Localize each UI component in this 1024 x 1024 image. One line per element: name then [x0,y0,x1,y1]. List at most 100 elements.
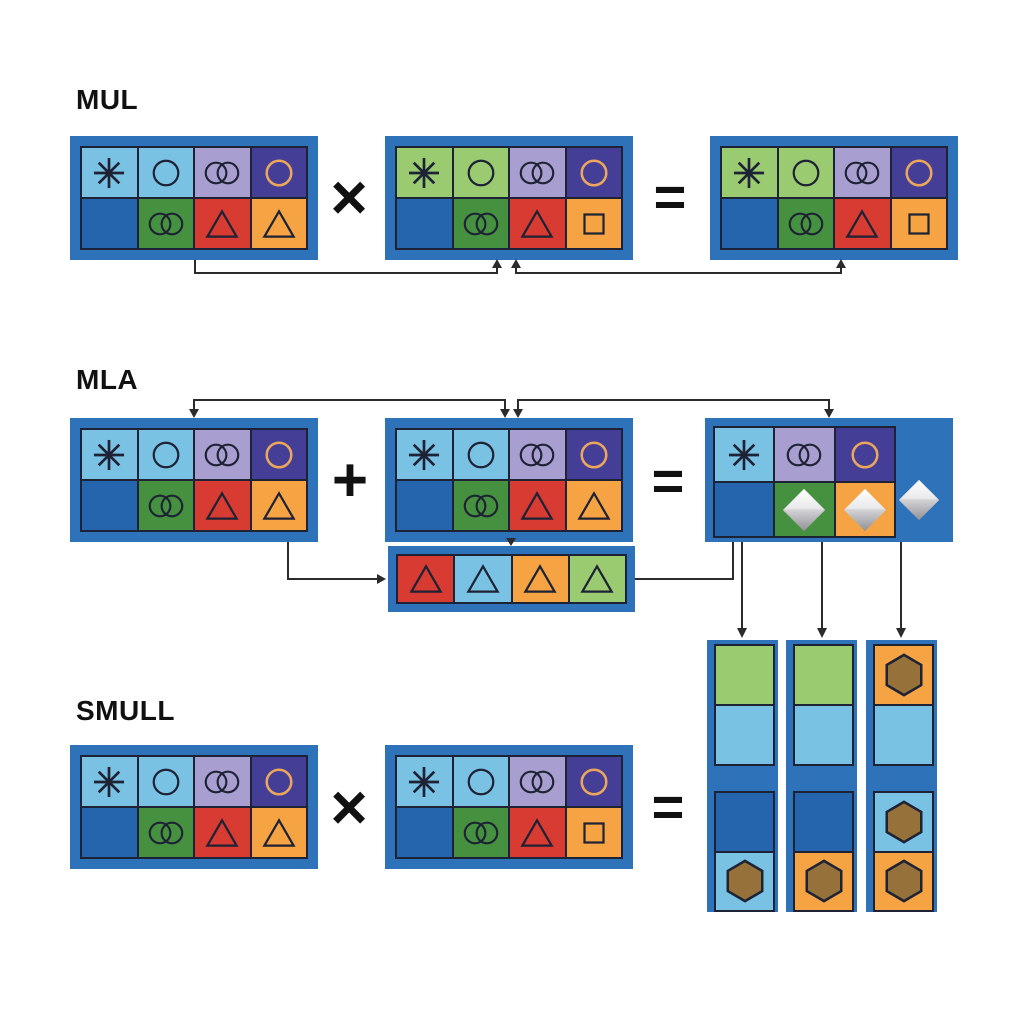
triangle-icon [466,564,500,593]
triangle-icon [520,817,554,847]
grid-cell-empty [715,483,774,536]
mul-src2-to-dst-arrow [511,259,846,274]
doubleCircle-icon [519,161,555,184]
diamond-icon [843,488,886,531]
grid-cell-doubleCircle [195,757,250,806]
column2-lower-cells [793,791,854,912]
grid-cell-asterisk [82,757,137,806]
triangle-icon [520,208,554,238]
grid-cell-circleOrange [251,148,306,197]
grid-cell-hexagon [716,852,773,910]
doubleCircle-icon [204,161,240,184]
grid-cell-circleOrange [251,430,306,479]
grid-cell-hexagon [875,646,932,704]
grid-cell-circleOrange [566,430,621,479]
grid-cell-doubleCircle [510,430,565,479]
doubleCircle-icon [844,161,880,184]
circle-icon [152,441,180,468]
mla-src1-cells [80,428,308,532]
asterisk-icon [734,157,765,188]
square-icon [583,821,605,844]
grid-cell-doubleCircle [775,428,834,481]
mul-multiply-operator: × [330,161,368,233]
triangle-icon [523,564,557,593]
mla-addend-register [388,546,635,612]
smull-dst-column-1 [707,640,778,912]
circle-icon [467,768,495,795]
grid-cell-empty [397,481,452,530]
mul-src1-register [70,136,318,260]
triangle-icon [845,208,879,238]
grid-cell-doubleCircle [453,199,508,248]
doubleCircle-icon [787,443,822,466]
grid-cell-circle [138,757,193,806]
grid-cell-asterisk [82,148,137,197]
smull-src2-cells [395,755,623,859]
grid-cell-hexagon [875,852,932,910]
grid-cell-triangle [510,808,565,857]
square-icon [908,212,930,235]
mul-dst-cells [720,146,948,250]
mla-dst-to-column1-arrow [737,542,747,638]
grid-cell-empty [397,808,452,857]
circleOrange-icon [580,158,608,187]
square-icon [583,212,605,235]
mul-src1-to-src2-arrow [194,259,502,274]
triangle-icon [580,564,614,593]
grid-cell-empty [82,481,137,530]
doubleCircle-icon [463,494,499,517]
circleOrange-icon [905,158,933,187]
doubleCircle-icon [519,770,555,793]
mul-src2-register [385,136,633,260]
grid-cell-circle [453,148,508,197]
grid-cell-diamond [835,483,894,536]
grid-cell-doubleCircle [195,430,250,479]
grid-cell-triangle [195,199,250,248]
grid-cell-empty [795,793,852,851]
column1-upper-cells [714,644,775,766]
mul-section-label: MUL [76,84,139,115]
grid-cell-asterisk [397,430,452,479]
circleOrange-icon [265,440,293,469]
grid-cell-square [891,199,946,248]
grid-cell-asterisk [722,148,777,197]
mla-dst-to-column2-arrow [817,542,827,638]
column3-lower-cells [873,791,934,912]
grid-cell-empty [716,706,773,764]
circleOrange-icon [265,158,293,187]
mla-addend-to-dst-line [635,542,734,580]
triangle-icon [262,490,296,520]
mla-equals-operator: = [651,449,685,512]
grid-cell-doubleCircle [778,199,833,248]
triangle-icon [577,490,611,520]
grid-cell-empty [795,646,852,704]
grid-cell-doubleCircle [138,199,193,248]
triangle-icon [520,490,554,520]
grid-cell-circleOrange [566,757,621,806]
doubleCircle-icon [519,443,555,466]
grid-cell-doubleCircle [138,808,193,857]
mul-equals-operator: = [653,165,687,228]
grid-cell-circleOrange [835,428,894,481]
grid-cell-asterisk [397,757,452,806]
mla-src1-register [70,418,318,542]
grid-cell-doubleCircle [510,148,565,197]
triangle-icon [262,208,296,238]
doubleCircle-icon [463,821,499,844]
grid-cell-triangle [566,481,621,530]
triangle-icon [205,817,239,847]
grid-cell-circleOrange [566,148,621,197]
triangle-icon [205,208,239,238]
diamond-icon [898,479,940,521]
asterisk-icon [409,439,440,470]
mla-plus-operator: + [331,446,369,515]
mla-dst-cells [713,426,896,538]
grid-cell-doubleCircle [510,757,565,806]
grid-cell-circle [453,757,508,806]
grid-cell-triangle [835,199,890,248]
grid-cell-empty [716,646,773,704]
grid-cell-triangle [251,199,306,248]
grid-cell-triangle [510,481,565,530]
smull-dst-column-3 [866,640,937,912]
grid-cell-triangle [510,199,565,248]
